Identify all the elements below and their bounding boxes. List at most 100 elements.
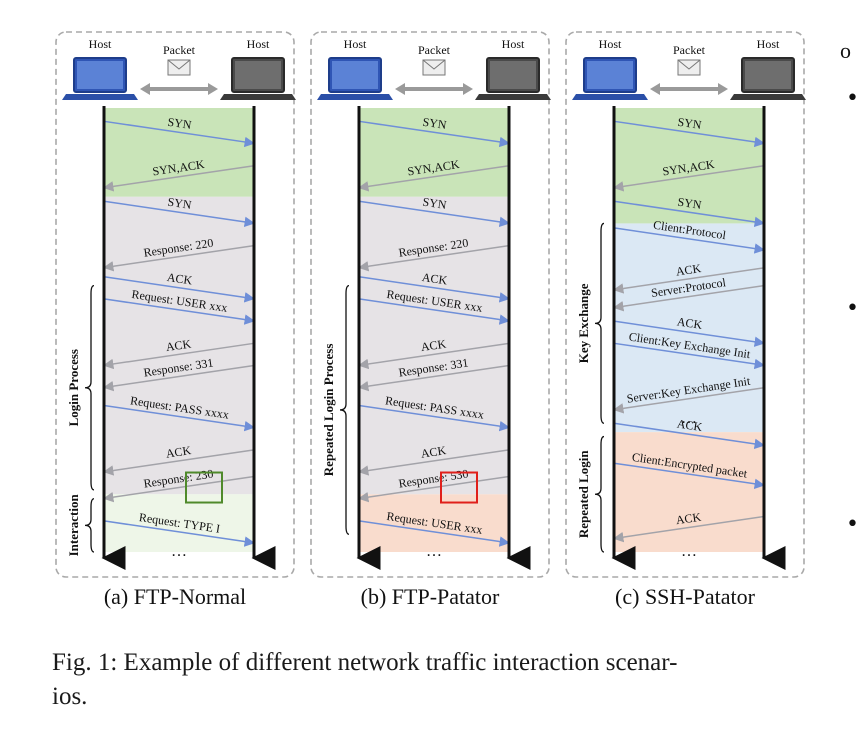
- panel-a-arrow-3: [102, 244, 255, 272]
- panel-b-host-right-laptop-icon-base: [475, 94, 551, 100]
- panel-a-host-right-laptop-icon-display: [235, 61, 281, 89]
- panel-a-brace-0: [84, 284, 95, 491]
- panel-c-host-right-laptop-icon-base: [730, 94, 806, 100]
- panel-c-brace-1: [594, 435, 605, 553]
- panel-a-arrow-10: [102, 475, 255, 503]
- panel-c-border: [565, 31, 805, 578]
- panel-b-host-left-label: Host: [344, 37, 367, 51]
- panel-b-highlight-box: [440, 471, 478, 504]
- bullet-2: •: [846, 296, 859, 321]
- panel-b-arrow-11: [358, 520, 511, 547]
- bullet-3: •: [846, 512, 859, 537]
- panel-b-envelope-icon: [422, 59, 446, 76]
- panel-c-packet-label: Packet: [673, 43, 706, 57]
- panel-c-arrow-3: [613, 227, 766, 254]
- panel-b-arrow-9: [357, 449, 510, 476]
- panel-c-brace-0: [594, 222, 605, 424]
- panel-b-packet-label: Packet: [418, 43, 451, 57]
- panel-b-host-left-laptop-icon-display: [332, 61, 378, 89]
- panel-b-brace-0: [339, 284, 350, 535]
- panel-b-band-2: [359, 494, 509, 552]
- panel-a-host-right-label: Host: [247, 37, 270, 51]
- panel-b-arrow-6: [357, 342, 510, 370]
- panel-a-brace-1: [84, 498, 95, 553]
- panel-b-arrow-label-0: SYN: [422, 115, 448, 132]
- panel-a-ellipsis: …: [171, 543, 187, 560]
- panel-b-arrow-4: [358, 275, 511, 303]
- panel-a-brace-label-0: Login Process: [66, 349, 81, 426]
- panel-b-arrow-3: [357, 244, 510, 272]
- panel-a-host-left-label: Host: [89, 37, 112, 51]
- panel-c-band-1: [614, 223, 764, 433]
- panel-a-band-2: [104, 494, 254, 552]
- panel-a-arrow-6: [102, 342, 255, 370]
- panel-c-envelope-icon: [677, 59, 701, 76]
- panel-b-band-1: [359, 196, 509, 495]
- panel-c-arrow-label-0: SYN: [677, 115, 703, 132]
- panel-a-arrow-4: [103, 275, 256, 303]
- panel-c-host-left-label: Host: [599, 37, 622, 51]
- panel-b-arrow-5: [358, 298, 511, 325]
- panel-c-mid-ellipsis: …: [681, 410, 697, 427]
- panel-c-packet-arrow-right-head: [718, 83, 728, 95]
- panel-c-arrow-5: [612, 284, 765, 312]
- figure-caption: Fig. 1: Example of different network tra…: [52, 646, 812, 714]
- panel-c-arrow-6: [613, 320, 766, 347]
- panel-a-border: [55, 31, 295, 578]
- panel-c-arrow-label-11: ACK: [675, 510, 702, 528]
- panel-c-arrow-8: [612, 386, 765, 414]
- panel-a-host-left-laptop-icon-base: [62, 94, 138, 100]
- panel-a-caption: (a) FTP-Normal: [104, 584, 246, 609]
- panel-a-highlight-box: [185, 471, 223, 504]
- panel-c-ellipsis: …: [681, 543, 697, 560]
- panel-b-arrow-label-4: ACK: [421, 270, 448, 288]
- panel-c-brace-label-0: Key Exchange: [576, 283, 591, 363]
- panel-b-brace-label-0: Repeated Login Process: [321, 344, 336, 477]
- panel-a-packet-label: Packet: [163, 43, 196, 57]
- panel-c-envelope-flap: [677, 59, 701, 70]
- panel-b-host-right-laptop-icon-display: [490, 61, 536, 89]
- panel-a-host-right-laptop-icon-base: [220, 94, 296, 100]
- panel-c-arrow-label-9: ACK: [676, 417, 703, 435]
- panel-a-envelope-icon: [167, 59, 191, 76]
- side-text-fragment: o: [840, 38, 851, 63]
- panel-c-arrow-11: [612, 515, 765, 543]
- panel-b-packet-arrow-right-head: [463, 83, 473, 95]
- panel-a-arrow-label-4: ACK: [166, 270, 193, 288]
- panel-a-arrow-2: [103, 200, 256, 228]
- panel-a-arrow-8: [103, 404, 256, 432]
- panel-c-brace-label-1: Repeated Login: [576, 450, 591, 539]
- panel-a-arrow-label-9: ACK: [165, 443, 192, 461]
- panel-b-arrow-0: [358, 120, 511, 148]
- panel-c-band-2: [614, 432, 764, 552]
- panel-b-arrow-7: [357, 364, 510, 392]
- panel-a-envelope-flap: [167, 59, 191, 70]
- panel-b-caption: (b) FTP-Patator: [361, 584, 500, 609]
- panel-a-arrow-label-0: SYN: [167, 115, 193, 132]
- panel-a-host-left-laptop-icon-display: [77, 61, 123, 89]
- panel-a-packet-arrow-left-head: [140, 83, 150, 95]
- panel-b-arrow-label-2: SYN: [422, 195, 448, 212]
- panel-a-arrow-11: [103, 520, 256, 547]
- panel-c-arrow-0: [613, 120, 766, 148]
- panel-c-arrow-4: [612, 267, 765, 294]
- panel-a-arrow-label-2: SYN: [167, 195, 193, 212]
- panel-c-arrow-9: [613, 422, 766, 450]
- panel-b-host-left-laptop-icon-base: [317, 94, 393, 100]
- panel-b-envelope-flap: [422, 59, 446, 70]
- panel-c-arrow-2: [613, 200, 766, 228]
- panel-c-host-right-label: Host: [757, 37, 780, 51]
- panel-a-arrow-9: [102, 449, 255, 476]
- panel-c-caption: (c) SSH-Patator: [615, 584, 756, 609]
- panel-c-arrow-label-2: SYN: [677, 195, 703, 212]
- panel-b-arrow-label-6: ACK: [420, 337, 447, 355]
- panel-c-packet-arrow-left-head: [650, 83, 660, 95]
- panel-b-ellipsis: …: [426, 543, 442, 560]
- panel-a-arrow-1: [102, 164, 255, 192]
- panel-a-arrow-5: [103, 298, 256, 325]
- panel-a-arrow-7: [102, 364, 255, 392]
- panel-c-host-left-laptop-icon-display: [587, 61, 633, 89]
- panel-c-arrow-label-6: ACK: [676, 314, 703, 332]
